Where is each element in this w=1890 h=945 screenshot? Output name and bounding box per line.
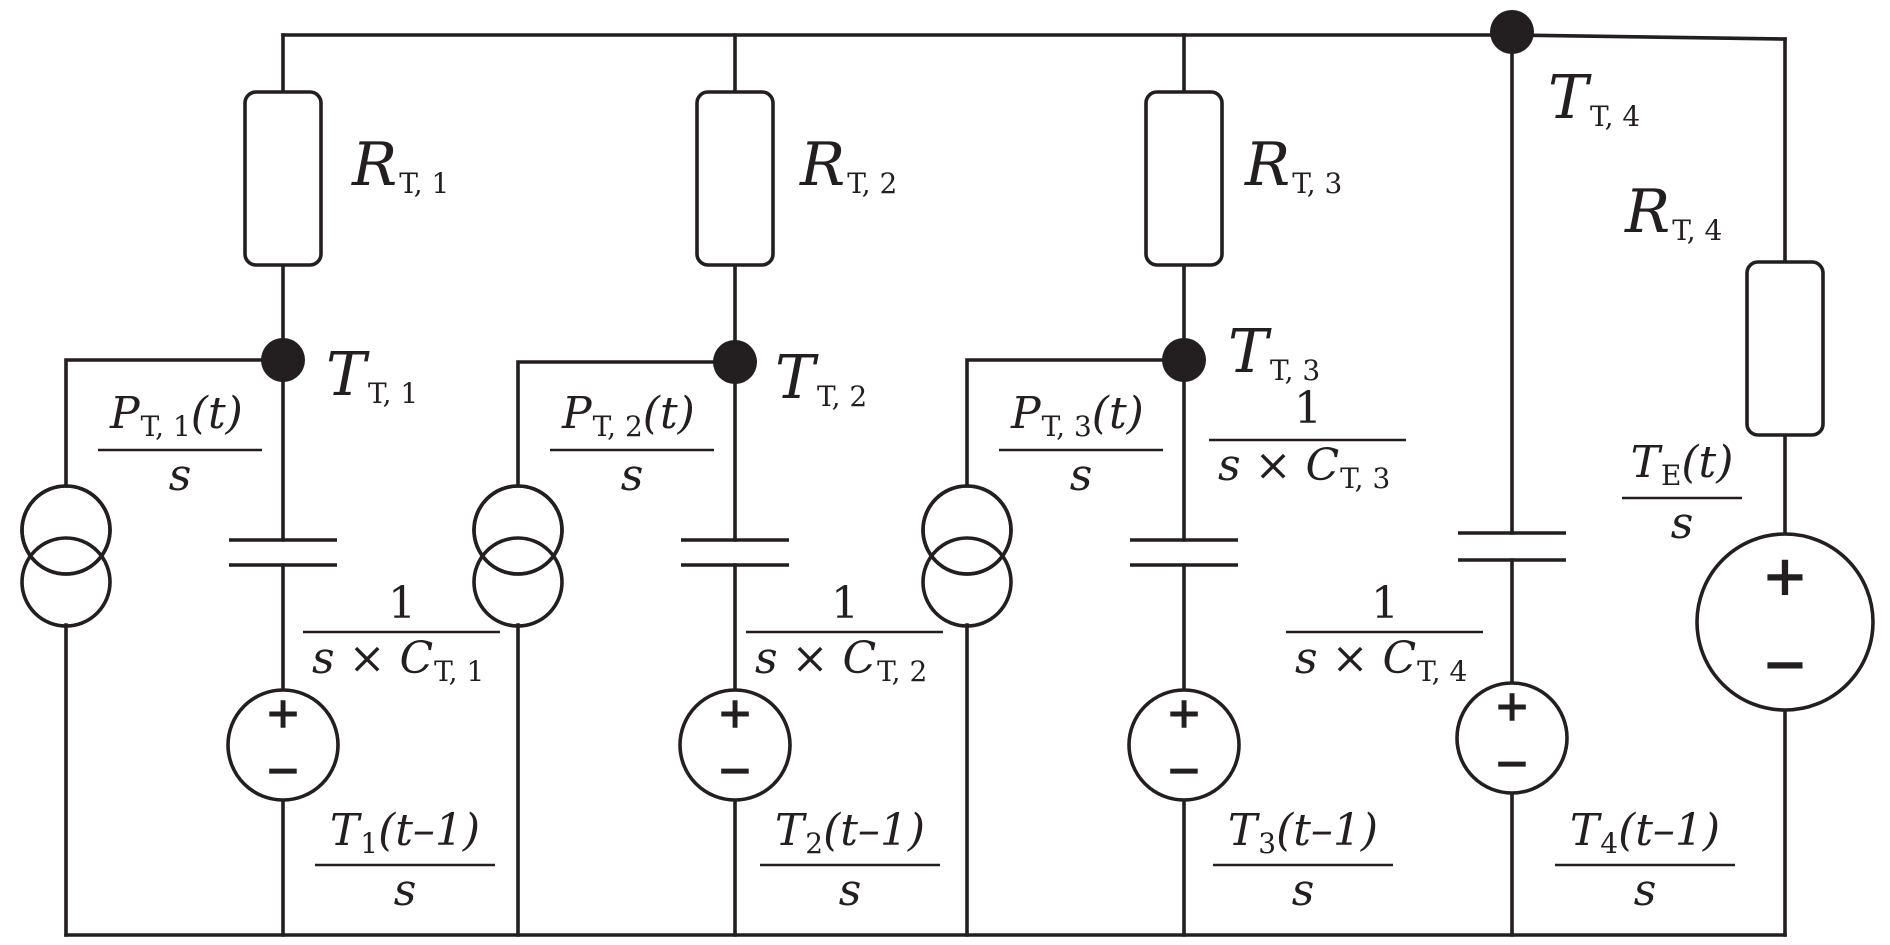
minus-sign: − [1762, 631, 1809, 697]
svg-text:s: s [169, 450, 192, 501]
label-v3: T3(t–1) s [1213, 805, 1393, 916]
svg-text:1: 1 [831, 578, 859, 629]
resistor-labels: RT, 1 RT, 2 RT, 3 RT, 4 [351, 130, 1722, 247]
current-source-p1 [20, 484, 112, 628]
current-source-p2 [472, 484, 564, 628]
resistors [243, 90, 1825, 437]
voltage-source-ve: + − [1695, 532, 1875, 712]
svg-text:s: s [1634, 865, 1657, 916]
minus-sign: − [1494, 738, 1531, 789]
current-source-p3 [921, 484, 1013, 628]
svg-text:T4(t–1): T4(t–1) [1570, 805, 1720, 860]
minus-sign: − [717, 745, 754, 796]
plus-sign: + [265, 688, 302, 739]
node-tt3 [1162, 338, 1206, 382]
capacitors [229, 531, 1566, 567]
minus-sign: − [1166, 745, 1203, 796]
label-tt1: TT, 1 [326, 340, 418, 410]
voltage-sources: + − + − + − + − + − [226, 532, 1875, 802]
voltage-source-v3: + − [1127, 688, 1241, 802]
label-r1: RT, 1 [351, 130, 449, 200]
node-labels: TT, 1 TT, 2 TT, 3 TT, 4 [326, 63, 1640, 413]
label-c2: 1 s ×CT, 2 [746, 578, 943, 688]
capacitor-c4 [1458, 531, 1566, 562]
svg-text:PT, 2(t): PT, 2(t) [561, 388, 695, 443]
label-p1: PT, 1(t) s [98, 388, 262, 501]
minus-sign: − [265, 745, 302, 796]
svg-text:s ×CT, 1: s ×CT, 1 [312, 633, 484, 688]
capacitor-c2 [681, 538, 789, 567]
svg-text:PT, 1(t): PT, 1(t) [109, 388, 243, 443]
label-p3: PT, 3(t) s [999, 388, 1163, 501]
current-source-labels: PT, 1(t) s PT, 2(t) s PT, 3(t) s [98, 388, 1163, 501]
label-c3: 1 s ×CT, 3 [1209, 383, 1406, 495]
svg-text:s ×CT, 4: s ×CT, 4 [1295, 633, 1467, 688]
svg-text:T3(t–1): T3(t–1) [1228, 805, 1378, 860]
node-tt4 [1490, 10, 1534, 54]
resistor-r1 [243, 90, 323, 267]
label-v2: T2(t–1) s [760, 805, 940, 916]
voltage-source-v4: + − [1455, 681, 1569, 795]
label-v1: T1(t–1) s [315, 805, 495, 916]
capacitor-c3 [1130, 538, 1238, 567]
capacitor-labels: 1 s ×CT, 1 1 s ×CT, 2 1 s ×CT, 3 1 s ×CT… [303, 383, 1483, 688]
svg-text:s: s [1292, 865, 1315, 916]
label-p2: PT, 2(t) s [550, 388, 714, 501]
voltage-source-v1: + − [226, 688, 340, 802]
svg-text:1: 1 [1294, 383, 1322, 434]
voltage-source-labels: T1(t–1) s T2(t–1) s T3(t–1) s T4(t–1) s … [315, 437, 1742, 916]
svg-text:s: s [394, 865, 417, 916]
label-c4: 1 s ×CT, 4 [1286, 578, 1483, 688]
label-r3: RT, 3 [1244, 130, 1342, 200]
source-1-wire [64, 358, 285, 937]
svg-text:s ×CT, 2: s ×CT, 2 [755, 633, 927, 688]
svg-text:s: s [1070, 450, 1093, 501]
svg-text:TE(t): TE(t) [1631, 437, 1734, 492]
svg-text:s ×CT, 3: s ×CT, 3 [1218, 440, 1390, 495]
voltage-source-v2: + − [678, 688, 792, 802]
source-2-wire [516, 360, 737, 937]
resistor-r4 [1745, 260, 1825, 437]
current-sources [20, 484, 1013, 628]
top-bus-wire [281, 33, 1787, 41]
label-r4: RT, 4 [1624, 177, 1722, 247]
svg-text:PT, 3(t): PT, 3(t) [1010, 388, 1144, 443]
resistor-r2 [695, 90, 775, 267]
svg-text:s: s [839, 865, 862, 916]
label-v4: T4(t–1) s [1555, 805, 1735, 916]
plus-sign: + [717, 688, 754, 739]
plus-sign: + [1494, 681, 1531, 732]
node-tt1 [261, 338, 305, 382]
svg-text:s: s [621, 450, 644, 501]
label-tt2: TT, 2 [775, 343, 867, 413]
capacitor-c1 [229, 538, 337, 567]
svg-text:1: 1 [1371, 578, 1399, 629]
wires [64, 33, 1787, 937]
label-tt3: TT, 3 [1228, 317, 1320, 387]
label-r2: RT, 2 [799, 130, 897, 200]
plus-sign: + [1762, 543, 1809, 609]
source-3-wire [965, 358, 1186, 937]
label-ve: TE(t) s [1622, 437, 1742, 549]
resistor-r3 [1144, 90, 1224, 267]
node-tt2 [713, 340, 757, 384]
svg-text:T1(t–1): T1(t–1) [330, 805, 480, 860]
svg-text:1: 1 [388, 578, 416, 629]
nodes [261, 10, 1534, 384]
svg-text:s: s [1671, 498, 1694, 549]
label-tt4: TT, 4 [1548, 63, 1640, 133]
svg-text:T2(t–1): T2(t–1) [775, 805, 925, 860]
label-c1: 1 s ×CT, 1 [303, 578, 500, 688]
plus-sign: + [1166, 688, 1203, 739]
